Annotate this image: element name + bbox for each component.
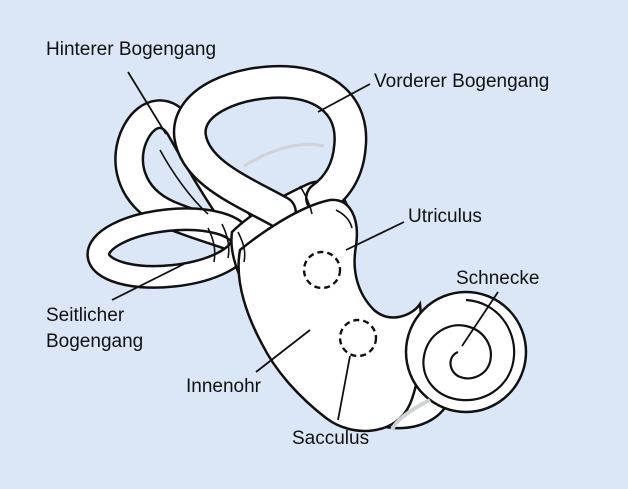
leader-vorderer bbox=[317, 83, 371, 113]
sacculus-marker bbox=[338, 318, 378, 358]
utriculus-marker bbox=[302, 250, 342, 290]
anterior-canal bbox=[172, 64, 368, 229]
label-vorderer-bogengang: Vorderer Bogengang bbox=[374, 71, 550, 92]
label-sacculus: Sacculus bbox=[292, 428, 370, 449]
leader-innenohr bbox=[255, 329, 311, 373]
label-seitlicher-line1: Seitlicher bbox=[46, 305, 125, 326]
label-hinterer-bogengang: Hinterer Bogengang bbox=[46, 39, 217, 60]
label-schnecke: Schnecke bbox=[456, 268, 540, 289]
leader-seitlicher bbox=[111, 263, 185, 301]
vestibule-lower bbox=[237, 198, 423, 433]
leader-hinterer bbox=[127, 71, 167, 135]
shading-strokes bbox=[159, 149, 353, 263]
leader-sacculus bbox=[337, 355, 351, 421]
label-seitlicher-line2: Bogengang bbox=[46, 331, 144, 352]
label-utriculus: Utriculus bbox=[408, 206, 482, 227]
leader-schnecke bbox=[461, 291, 499, 347]
label-innenohr: Innenohr bbox=[186, 376, 262, 397]
leader-utriculus bbox=[345, 221, 405, 251]
cochlea bbox=[390, 290, 528, 431]
